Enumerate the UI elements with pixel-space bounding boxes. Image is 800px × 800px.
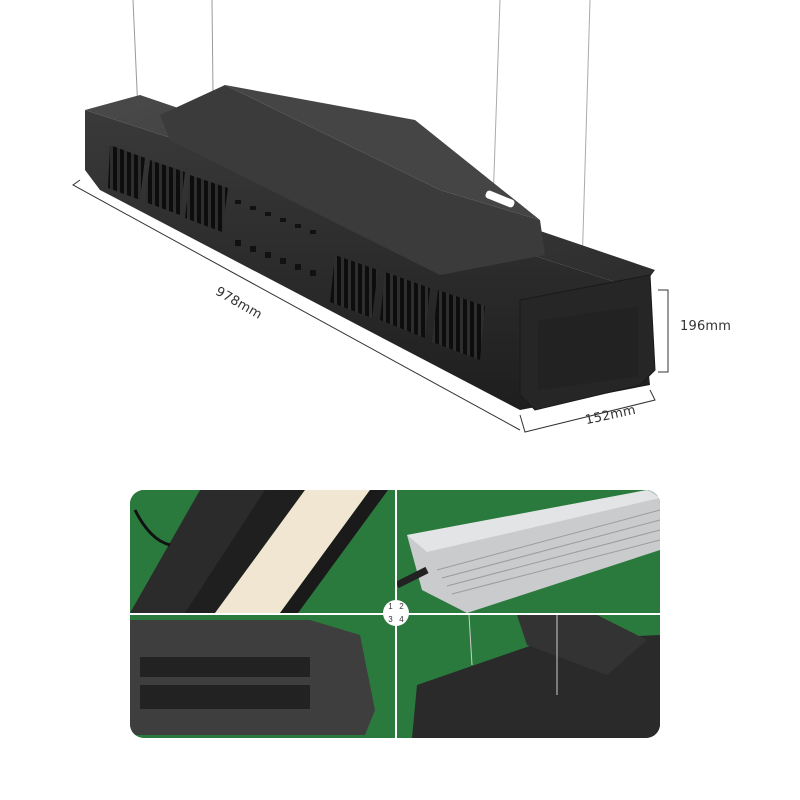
panel-index-badge: 1 2 3 4 — [383, 600, 409, 626]
height-label: 196mm — [680, 319, 732, 334]
product-render — [85, 0, 656, 411]
grow-light-illustration — [85, 0, 656, 411]
detail-panel-driver — [397, 490, 660, 613]
suspension-wire — [132, 0, 139, 113]
dimension-lines — [72, 179, 669, 433]
width-dimension-line — [519, 389, 656, 433]
detail-panel-side-housing — [130, 615, 395, 738]
detail-panel-hanging-hooks — [397, 615, 660, 738]
height-dimension-line — [658, 289, 669, 373]
detail-panel-led-board — [130, 490, 395, 613]
detail-photo-grid — [130, 490, 660, 738]
length-dimension-line — [72, 179, 521, 431]
